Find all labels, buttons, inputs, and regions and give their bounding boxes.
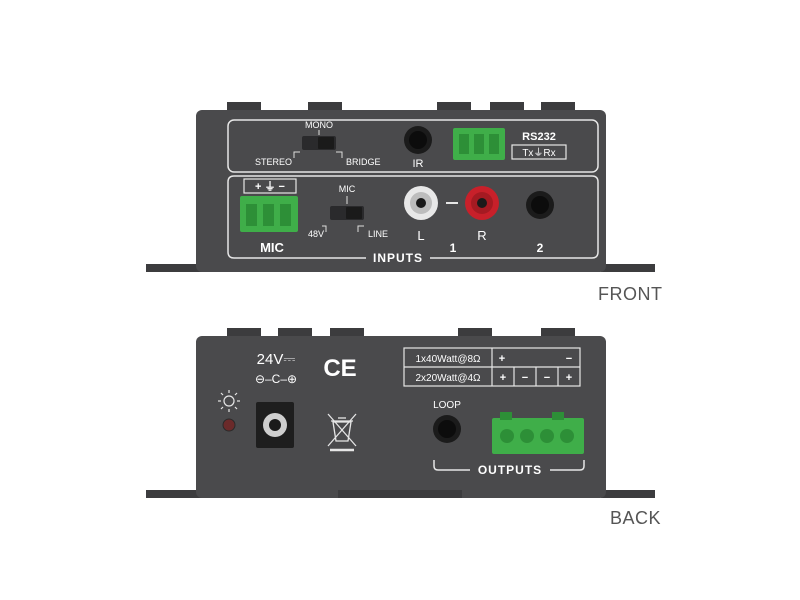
mode-label-mono: MONO	[305, 120, 333, 130]
front-left-flange	[146, 264, 204, 272]
input-label-48v: 48V	[308, 229, 324, 239]
sun-icon	[218, 390, 240, 412]
back-ridge	[278, 328, 312, 338]
back-chassis	[196, 336, 606, 498]
front-ridge	[490, 102, 524, 112]
front-right-flange	[601, 264, 655, 272]
power-led	[222, 418, 236, 432]
back-panel	[146, 328, 655, 498]
ir-label: IR	[413, 158, 424, 170]
loop-jack-hole	[438, 420, 456, 438]
output-tab	[500, 412, 512, 420]
back-ridge	[227, 328, 261, 338]
front-ridge	[437, 102, 471, 112]
mic-pin	[246, 204, 257, 226]
front-lower-frame	[227, 175, 599, 259]
input-bracket-left	[322, 225, 327, 232]
mode-bracket-left	[293, 151, 300, 158]
front-upper-frame	[227, 119, 599, 173]
rs232-pin	[489, 134, 499, 154]
rca-right-pin	[477, 198, 487, 208]
back-bottom-tab	[338, 490, 462, 498]
ir-jack-hole	[409, 131, 427, 149]
dc-jack-pin	[269, 419, 281, 431]
mic-terminal-signs: + ⏚ −	[255, 180, 285, 193]
rs232-pin	[459, 134, 469, 154]
mode-switch-knob[interactable]	[318, 137, 334, 149]
outputs-label: OUTPUTS	[478, 463, 542, 477]
output-tab	[552, 412, 564, 420]
rs232-pin	[474, 134, 484, 154]
rca-right-label: R	[477, 228, 486, 243]
front-caption: FRONT	[598, 284, 663, 304]
input-label-mic: MIC	[339, 184, 356, 194]
inputs-label: INPUTS	[373, 251, 423, 265]
outputs-bracket	[433, 460, 585, 471]
polarity-label: ⊖–C–⊕	[255, 372, 297, 386]
output-screw	[500, 429, 514, 443]
input-switch-knob[interactable]	[346, 207, 362, 219]
back-left-flange	[146, 490, 204, 498]
mode-label-bridge: BRIDGE	[346, 157, 381, 167]
mic-label: MIC	[260, 240, 284, 255]
front-panel	[146, 102, 655, 272]
front-ridge	[541, 102, 575, 112]
rca-left-pin	[416, 198, 426, 208]
front-ridge	[308, 102, 342, 112]
output-row2-cell: −	[522, 372, 528, 384]
output-row2-cell: −	[544, 372, 550, 384]
mode-label-stereo: STEREO	[255, 157, 292, 167]
mode-bracket-right	[336, 151, 343, 158]
front-ridge	[227, 102, 261, 112]
input1-label: 1	[450, 241, 457, 255]
output-spec-table	[403, 347, 581, 387]
rs232-title: RS232	[522, 131, 556, 143]
ce-mark: CE	[323, 355, 356, 382]
rs232-pins-label: Tx⏚Rx	[522, 147, 555, 159]
mic-pin	[263, 204, 274, 226]
input-label-line: LINE	[368, 229, 388, 239]
output-row2-label: 2x20Watt@4Ω	[415, 373, 481, 384]
output-screw	[520, 429, 534, 443]
output-screw	[540, 429, 554, 443]
output-row1-plus: +	[499, 353, 505, 365]
input2-jack-hole	[531, 196, 549, 214]
loop-label: LOOP	[433, 400, 461, 411]
output-screw	[560, 429, 574, 443]
input2-label: 2	[537, 241, 544, 255]
voltage-label: 24V⎓	[257, 351, 296, 368]
back-ridge	[330, 328, 364, 338]
output-row1-label: 1x40Watt@8Ω	[415, 354, 481, 365]
mic-sign-box	[243, 178, 297, 194]
output-row1-minus: −	[566, 353, 572, 365]
input-bracket-right	[357, 225, 364, 232]
back-ridge	[458, 328, 492, 338]
output-row2-cell: +	[500, 372, 506, 384]
rca-left-label: L	[417, 228, 424, 243]
back-right-flange	[601, 490, 655, 498]
output-row2-cell: +	[566, 372, 572, 384]
back-ridge	[541, 328, 575, 338]
rs232-pin-box	[511, 144, 567, 160]
back-caption: BACK	[610, 508, 662, 528]
output-terminal[interactable]	[492, 418, 584, 454]
mic-pin	[280, 204, 291, 226]
crossed-bin-icon	[327, 413, 357, 452]
